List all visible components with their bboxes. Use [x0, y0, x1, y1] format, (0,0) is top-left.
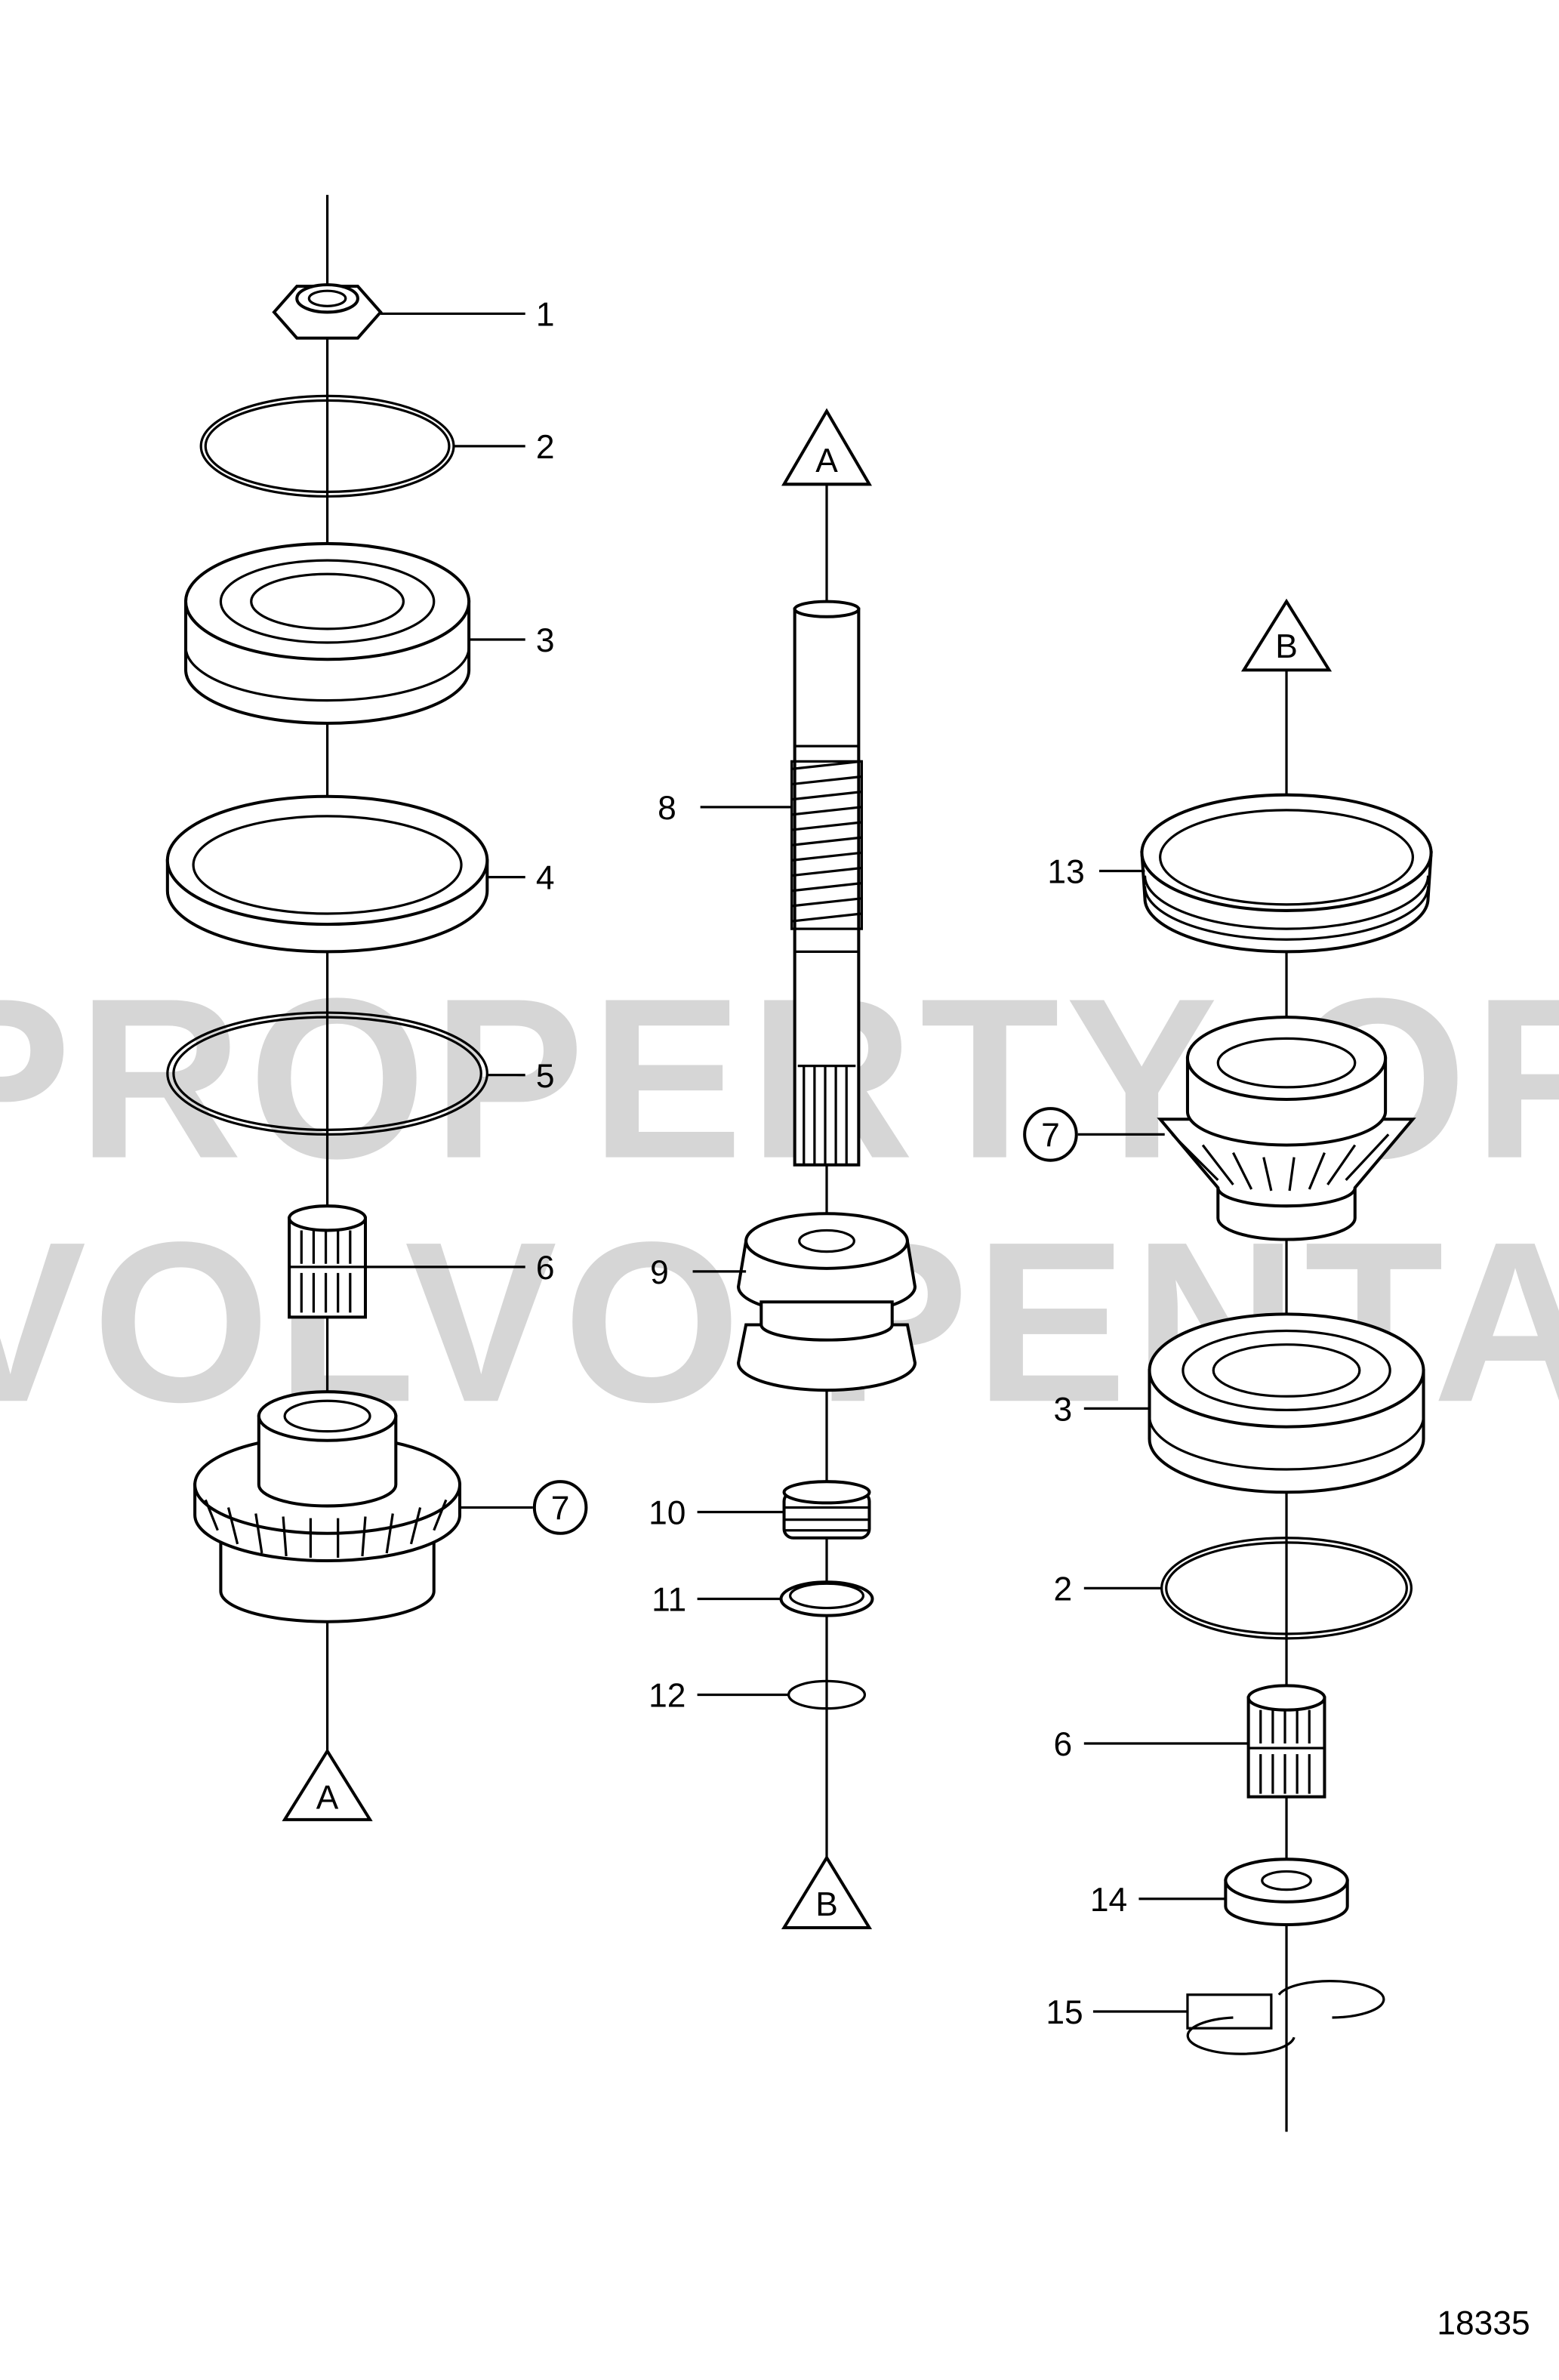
- callout-7-circled: 7: [551, 1491, 570, 1528]
- connector-a-label: A: [815, 442, 838, 479]
- part-6-needle-bearing: [288, 1204, 368, 1319]
- part-1-nut: [272, 283, 383, 340]
- connector-b-middle: B: [781, 1854, 873, 1930]
- callout-10: 10: [649, 1495, 686, 1532]
- drawing-number: 18335: [1437, 2304, 1530, 2341]
- callout-15: 15: [1046, 1994, 1083, 2031]
- callout-5: 5: [536, 1058, 555, 1095]
- connector-a-left: A: [282, 1748, 373, 1821]
- right-callouts: 13 7 3 2 6 14 15: [1023, 854, 1273, 2031]
- part-14-seal-washer: [1224, 1857, 1349, 1927]
- callout-6: 6: [1053, 1726, 1072, 1763]
- connector-a-label: A: [316, 1780, 339, 1817]
- callout-11: 11: [652, 1582, 686, 1619]
- part-10-spring: [782, 1480, 871, 1540]
- callout-7-circled: 7: [1041, 1118, 1060, 1155]
- part-5-o-ring: [166, 1011, 488, 1136]
- callout-2: 2: [1053, 1571, 1072, 1608]
- callout-1: 1: [536, 297, 555, 334]
- part-11-washer: [779, 1580, 874, 1617]
- part-7-gear-right: [1157, 1016, 1416, 1241]
- callout-6: 6: [536, 1250, 555, 1287]
- part-8-shaft: [790, 600, 864, 1167]
- part-4-ring: [165, 794, 489, 954]
- part-15-circlip: [1186, 1980, 1385, 2055]
- part-3-bearing-right: [1148, 1312, 1425, 1494]
- part-3-bearing: [184, 541, 471, 725]
- part-7-gear-left: [193, 1390, 462, 1623]
- callout-14: 14: [1090, 1882, 1127, 1919]
- callout-12: 12: [649, 1678, 686, 1715]
- callout-9: 9: [650, 1254, 669, 1291]
- callout-8: 8: [658, 790, 676, 827]
- connector-b-label: B: [815, 1886, 838, 1923]
- part-9-coupling: [737, 1212, 917, 1392]
- part-6-needle-bearing-right: [1246, 1684, 1326, 1799]
- callout-3: 3: [1053, 1392, 1072, 1429]
- connector-b-right: B: [1240, 598, 1333, 672]
- part-13-nut-ring: [1140, 793, 1433, 954]
- connector-a-middle: A: [781, 408, 872, 486]
- middle-callouts: 8 9 10 11 12: [649, 790, 792, 1715]
- callout-2: 2: [536, 429, 555, 466]
- callout-4: 4: [536, 860, 555, 897]
- callout-3: 3: [536, 622, 555, 659]
- callout-13: 13: [1047, 854, 1084, 891]
- left-callouts: 1 2 3 4 5 6 7: [365, 297, 588, 1535]
- connector-b-label: B: [1275, 628, 1298, 665]
